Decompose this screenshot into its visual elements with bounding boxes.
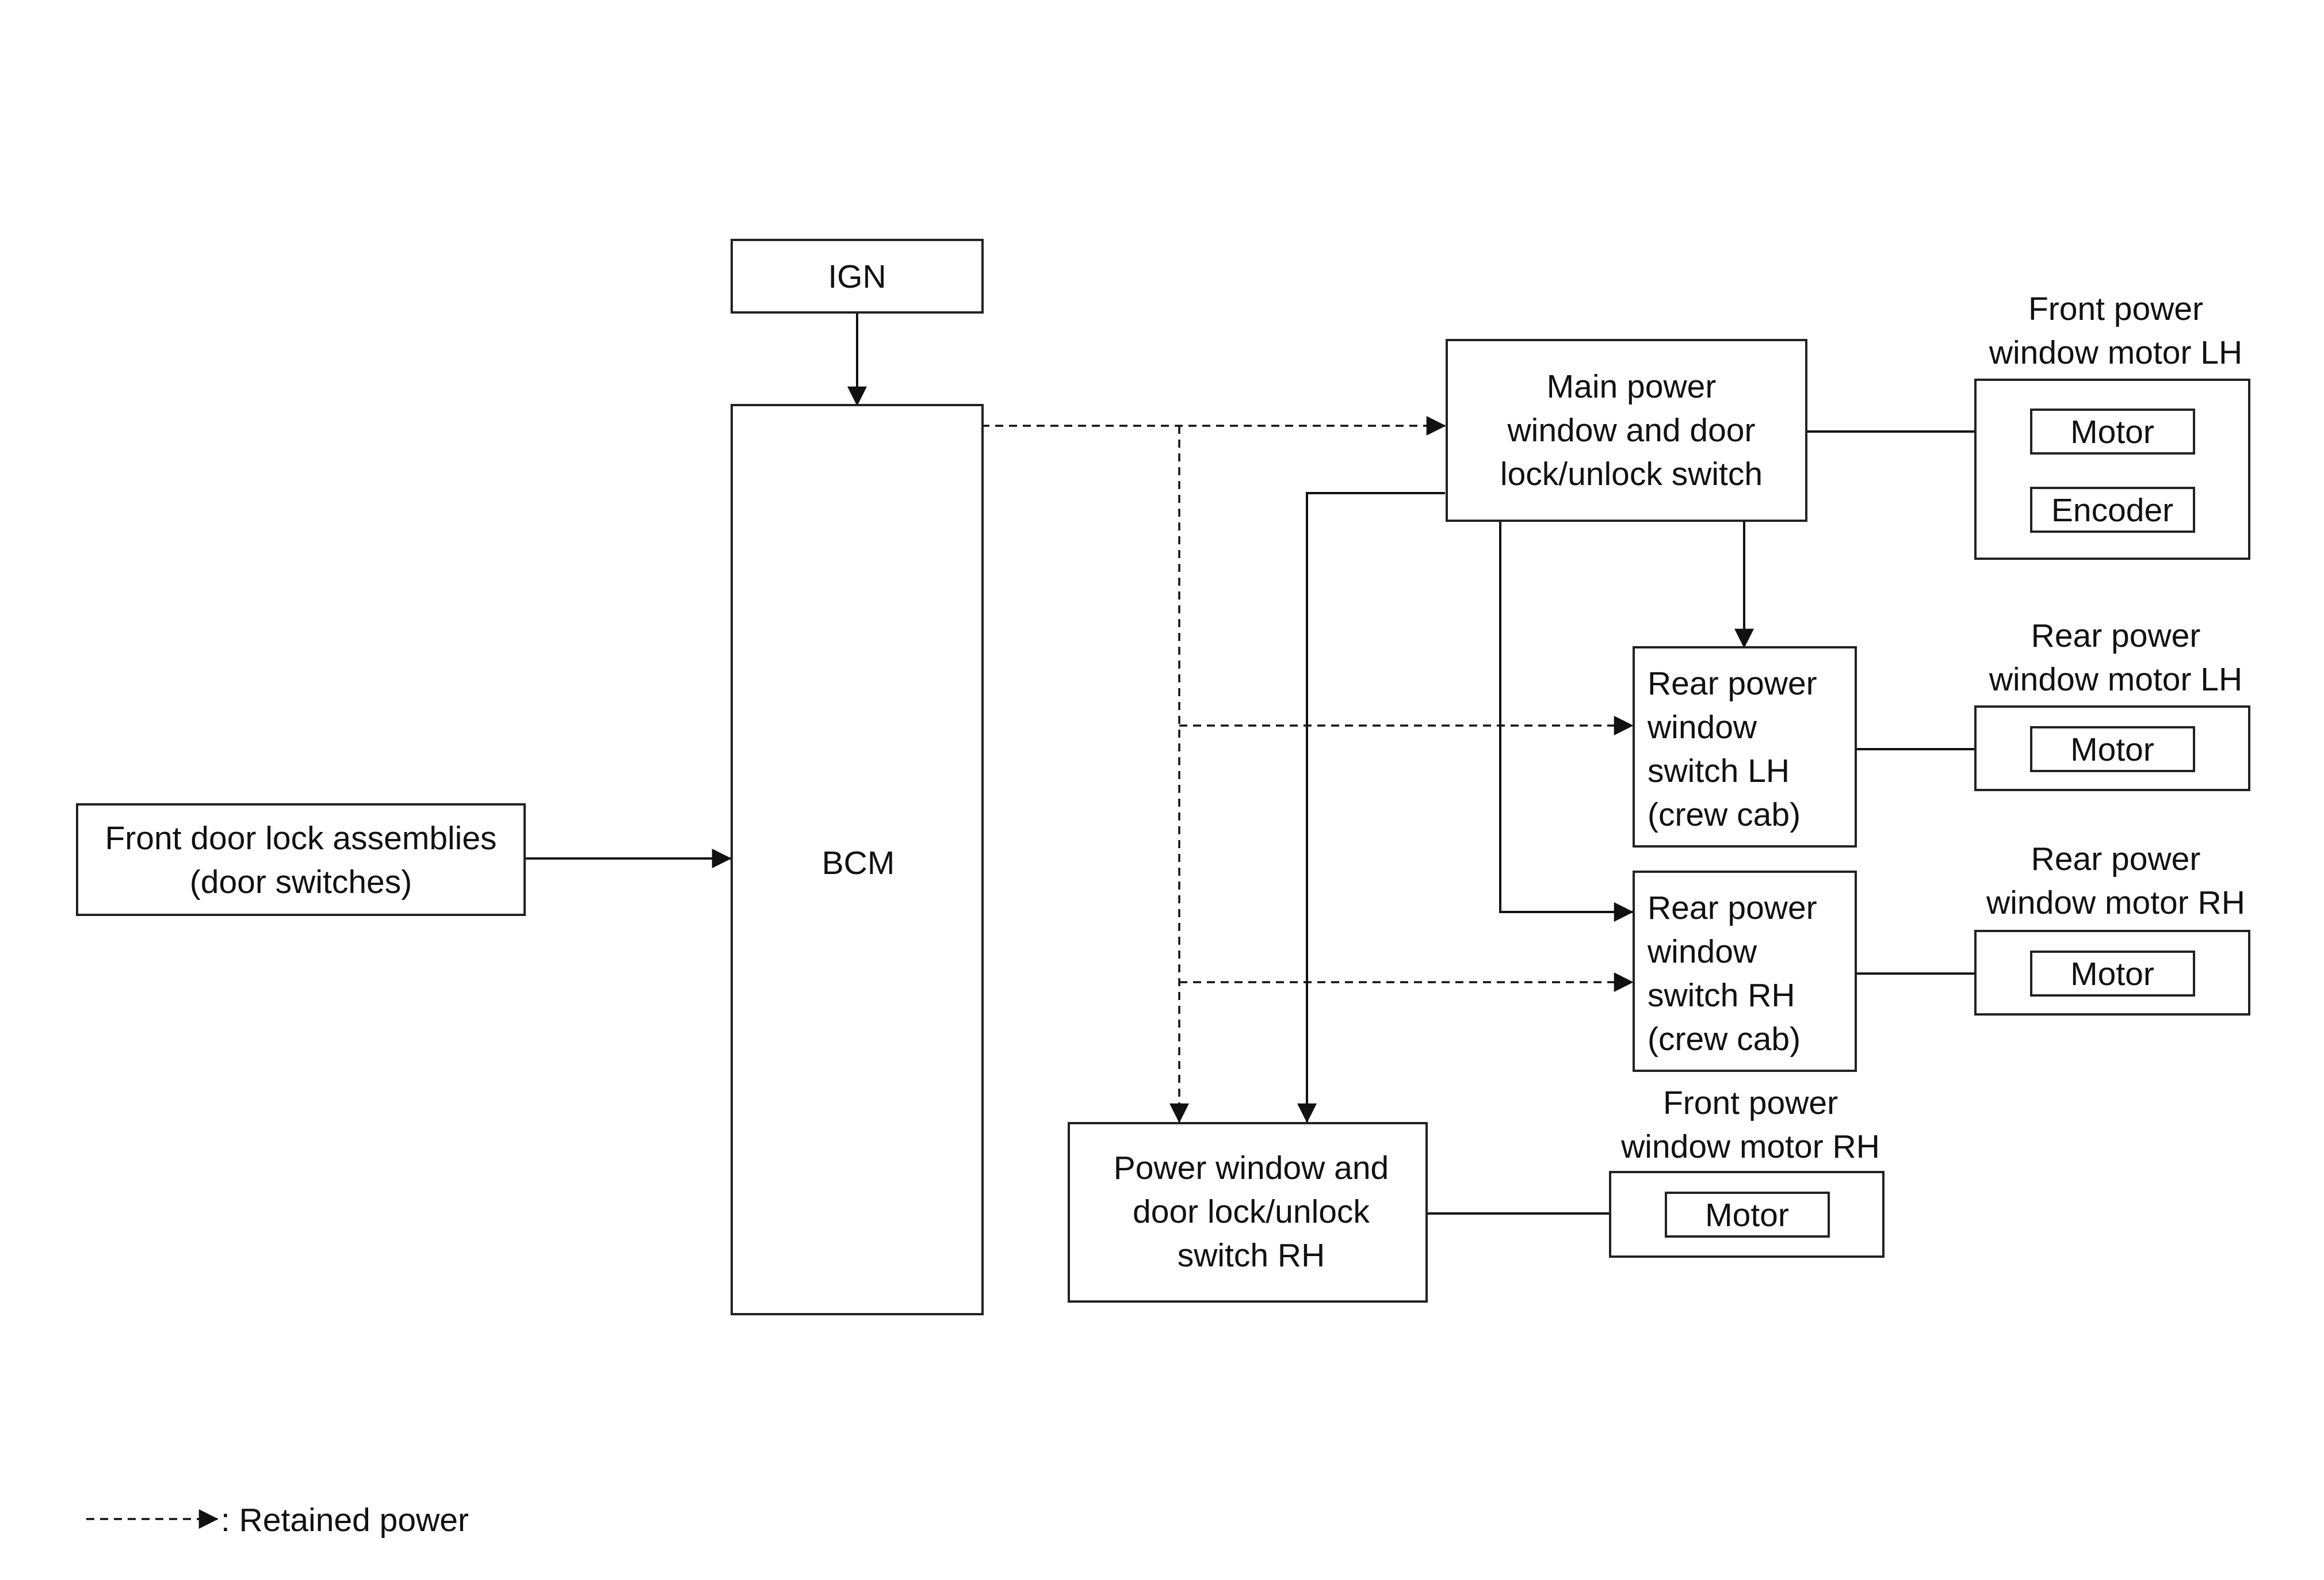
rear-motor-lh-caption-line2: window motor LH bbox=[1989, 661, 2242, 698]
front-door-lock-label-line2: (door switches) bbox=[190, 864, 412, 900]
rear-motor-rh-node: Rear power window motor RH Motor bbox=[1974, 841, 2250, 1016]
rear-motor-lh-motor-label: Motor bbox=[2070, 731, 2154, 768]
rear-switch-lh-label-line3: switch LH bbox=[1648, 753, 1790, 789]
legend-label: : Retained power bbox=[221, 1502, 469, 1539]
front-motor-rh-motor-label: Motor bbox=[1705, 1197, 1789, 1234]
rear-switch-lh-label-line1: Rear power bbox=[1648, 665, 1817, 702]
front-motor-lh-encoder-label: Encoder bbox=[2051, 492, 2173, 529]
switch-rh-node: Power window and door lock/unlock switch… bbox=[1068, 1122, 1428, 1303]
rear-switch-lh-node: Rear power window switch LH (crew cab) bbox=[1633, 646, 1857, 848]
front-motor-lh-caption-line1: Front power bbox=[2028, 291, 2203, 327]
connector-main-switch-to-switch-rh bbox=[1297, 492, 1445, 1123]
ign-node: IGN bbox=[731, 239, 984, 314]
rear-motor-lh-node: Rear power window motor LH Motor bbox=[1974, 617, 2250, 791]
connector-main-switch-to-rear-switch-rh bbox=[1499, 521, 1634, 922]
rear-motor-rh-motor-label: Motor bbox=[2070, 956, 2154, 993]
bcm-label: BCM bbox=[822, 845, 895, 881]
legend: : Retained power bbox=[86, 1502, 469, 1539]
switch-rh-label-line1: Power window and bbox=[1114, 1150, 1389, 1186]
front-motor-rh-node: Front power window motor RH Motor bbox=[1609, 1085, 1885, 1258]
front-motor-lh-motor-label: Motor bbox=[2070, 414, 2154, 451]
rear-switch-rh-label-line4: (crew cab) bbox=[1648, 1021, 1801, 1058]
front-door-lock-label-line1: Front door lock assemblies bbox=[105, 820, 496, 857]
front-motor-rh-motor-box bbox=[1665, 1192, 1830, 1238]
front-motor-lh-encoder-box bbox=[2030, 487, 2195, 533]
main-switch-label-line2: window and door bbox=[1507, 412, 1756, 449]
rear-switch-rh-label-line1: Rear power bbox=[1648, 890, 1817, 926]
front-motor-rh-caption-line1: Front power bbox=[1663, 1085, 1838, 1121]
rear-motor-lh-caption-line1: Rear power bbox=[2031, 617, 2201, 654]
rear-motor-rh-motor-box bbox=[2030, 951, 2195, 997]
rear-switch-rh-node: Rear power window switch RH (crew cab) bbox=[1633, 871, 1857, 1072]
ign-label: IGN bbox=[828, 258, 886, 295]
switch-rh-label-line2: door lock/unlock bbox=[1133, 1193, 1370, 1230]
rear-switch-lh-label-line2: window bbox=[1647, 709, 1757, 746]
front-motor-rh-caption-line2: window motor RH bbox=[1620, 1128, 1880, 1165]
switch-rh-label-line3: switch RH bbox=[1178, 1237, 1325, 1274]
rear-switch-lh-label-line4: (crew cab) bbox=[1648, 796, 1801, 833]
rear-motor-rh-caption-line2: window motor RH bbox=[1986, 884, 2245, 921]
front-motor-lh-caption-line2: window motor LH bbox=[1989, 334, 2242, 371]
rear-motor-rh-caption-line1: Rear power bbox=[2031, 841, 2201, 877]
front-motor-lh-motor-box bbox=[2030, 409, 2195, 455]
rear-switch-rh-label-line2: window bbox=[1647, 933, 1757, 970]
front-motor-lh-node: Front power window motor LH Motor Encode… bbox=[1974, 291, 2250, 560]
main-switch-label-line3: lock/unlock switch bbox=[1500, 456, 1763, 493]
bcm-node: BCM bbox=[731, 404, 984, 1315]
rear-switch-rh-label-line3: switch RH bbox=[1648, 977, 1795, 1014]
rear-motor-lh-motor-box bbox=[2030, 726, 2195, 772]
main-switch-node: Main power window and door lock/unlock s… bbox=[1446, 339, 1807, 522]
main-switch-label-line1: Main power bbox=[1547, 368, 1717, 405]
front-door-lock-node: Front door lock assemblies (door switche… bbox=[76, 803, 526, 916]
